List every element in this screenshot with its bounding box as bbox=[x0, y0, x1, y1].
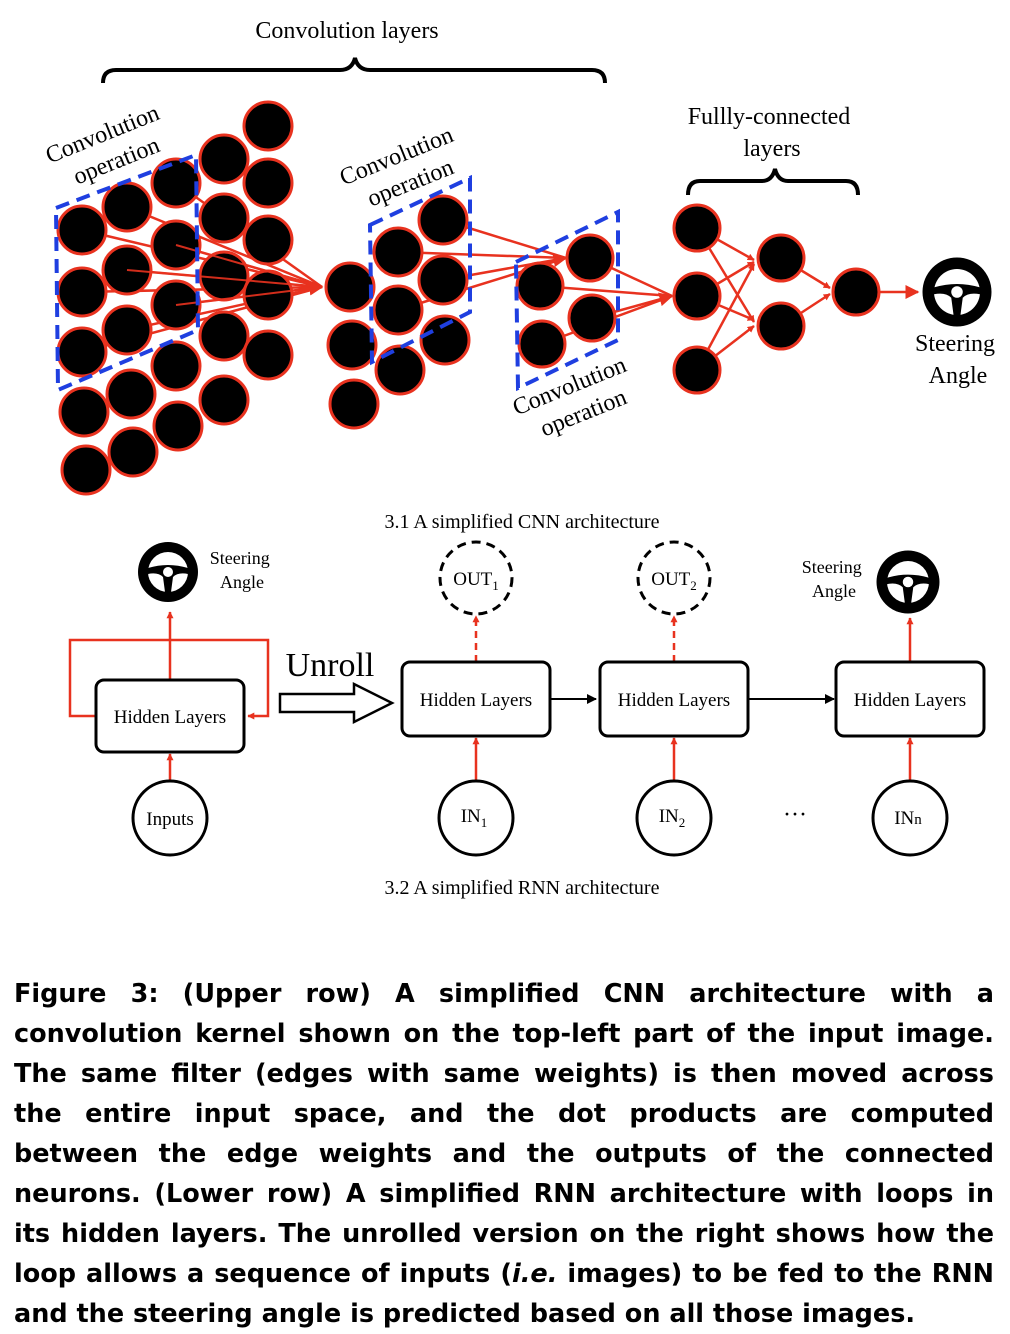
hidden-layers-label-1: Hidden Layers bbox=[420, 690, 532, 711]
neuron bbox=[198, 133, 250, 185]
unroll-arrow bbox=[278, 681, 395, 725]
steering-wheel-icon bbox=[876, 550, 940, 614]
fc-edges bbox=[695, 226, 920, 371]
neuron bbox=[150, 340, 202, 392]
neuron bbox=[517, 319, 567, 369]
cnn-output-label: Steering Angle bbox=[915, 331, 1001, 389]
neuron bbox=[672, 203, 722, 253]
figure-3-diagram: Convolution layers Fullly-connected laye… bbox=[42, 18, 1001, 899]
out-node-1-label: OUT1 bbox=[453, 569, 499, 593]
neuron bbox=[326, 319, 378, 371]
neuron bbox=[107, 426, 159, 478]
neuron bbox=[242, 157, 294, 209]
kernel-box-1 bbox=[53, 152, 201, 394]
cnn-diagram: Convolution layers Fullly-connected laye… bbox=[42, 18, 1001, 533]
neuron bbox=[565, 233, 615, 283]
cnn-subcaption: 3.1 A simplified CNN architecture bbox=[385, 511, 660, 533]
fc-layers-label: Fullly-connected layers bbox=[688, 104, 857, 162]
neuron bbox=[105, 368, 157, 420]
neuron bbox=[372, 284, 424, 336]
in-node-1-label: IN1 bbox=[461, 806, 488, 830]
neuron bbox=[198, 192, 250, 244]
neuron bbox=[242, 214, 294, 266]
neuron bbox=[417, 194, 469, 246]
neuron bbox=[152, 400, 204, 452]
neuron bbox=[198, 310, 250, 362]
hidden-layers-label-n: Hidden Layers bbox=[854, 690, 966, 711]
neuron bbox=[417, 254, 469, 306]
conv-layer-3 bbox=[515, 233, 617, 369]
unroll-label: Unroll bbox=[286, 647, 375, 684]
neuron bbox=[56, 204, 108, 256]
figure-caption-italic: i.e. bbox=[511, 1258, 558, 1289]
neuron bbox=[567, 293, 617, 343]
neuron bbox=[756, 301, 806, 351]
in-node-1 bbox=[437, 779, 515, 857]
rnn-diagram: Steering Angle Hidden Layers Inputs Unro… bbox=[68, 540, 986, 899]
neuron bbox=[374, 344, 426, 396]
in-node-2-label: IN2 bbox=[659, 806, 686, 830]
in-node-2 bbox=[635, 779, 713, 857]
rnn-output-label-left: Steering Angle bbox=[210, 548, 275, 592]
out-node-2-label: OUT2 bbox=[651, 569, 697, 593]
neuron bbox=[324, 261, 376, 313]
hidden-layers-box bbox=[94, 678, 246, 754]
rnn-subcaption: 3.2 A simplified RNN architecture bbox=[385, 877, 660, 899]
figure-caption-text-a: (Upper row) A simplified CNN architectur… bbox=[14, 978, 994, 1289]
steering-wheel-icon bbox=[138, 542, 198, 602]
neuron bbox=[672, 271, 722, 321]
out-node-2 bbox=[636, 540, 712, 616]
hidden-layers-label: Hidden Layers bbox=[114, 707, 226, 728]
kernel-box-3 bbox=[513, 208, 620, 392]
neuron bbox=[328, 378, 380, 430]
kernel-box-2 bbox=[367, 174, 472, 366]
out-node-1 bbox=[438, 540, 514, 616]
neuron bbox=[198, 374, 250, 426]
figure-caption-label: Figure 3: bbox=[14, 978, 159, 1009]
neuron bbox=[56, 326, 108, 378]
inputs-label: Inputs bbox=[146, 809, 194, 830]
figure-caption: Figure 3: (Upper row) A simplified CNN a… bbox=[14, 974, 994, 1334]
neuron bbox=[60, 444, 112, 496]
neuron bbox=[101, 181, 153, 233]
neuron bbox=[56, 266, 108, 318]
conv-layers-label: Convolution layers bbox=[255, 18, 438, 44]
neuron bbox=[242, 329, 294, 381]
fc-layers bbox=[672, 203, 881, 395]
neuron bbox=[58, 386, 110, 438]
inputs-node bbox=[131, 779, 209, 857]
fc-layers-brace bbox=[686, 168, 860, 196]
neuron bbox=[242, 100, 294, 152]
in-node-n bbox=[871, 779, 949, 857]
neuron bbox=[672, 345, 722, 395]
neuron bbox=[419, 314, 471, 366]
ellipsis: ··· bbox=[783, 802, 807, 828]
neuron bbox=[372, 226, 424, 278]
conv-layers-brace bbox=[101, 57, 607, 84]
steering-wheel-icon bbox=[922, 257, 992, 327]
neuron bbox=[101, 304, 153, 356]
hidden-layers-box-n bbox=[834, 660, 986, 738]
neuron bbox=[515, 261, 565, 311]
recurrent-loop bbox=[68, 638, 170, 718]
rnn-output-label-right: Steering Angle bbox=[802, 557, 867, 601]
neuron bbox=[756, 233, 806, 283]
in-node-n-label: INn bbox=[894, 808, 922, 829]
hidden-layers-label-2: Hidden Layers bbox=[618, 690, 730, 711]
conv-layer-2 bbox=[324, 194, 471, 430]
neuron bbox=[150, 157, 202, 209]
neuron bbox=[831, 267, 881, 317]
